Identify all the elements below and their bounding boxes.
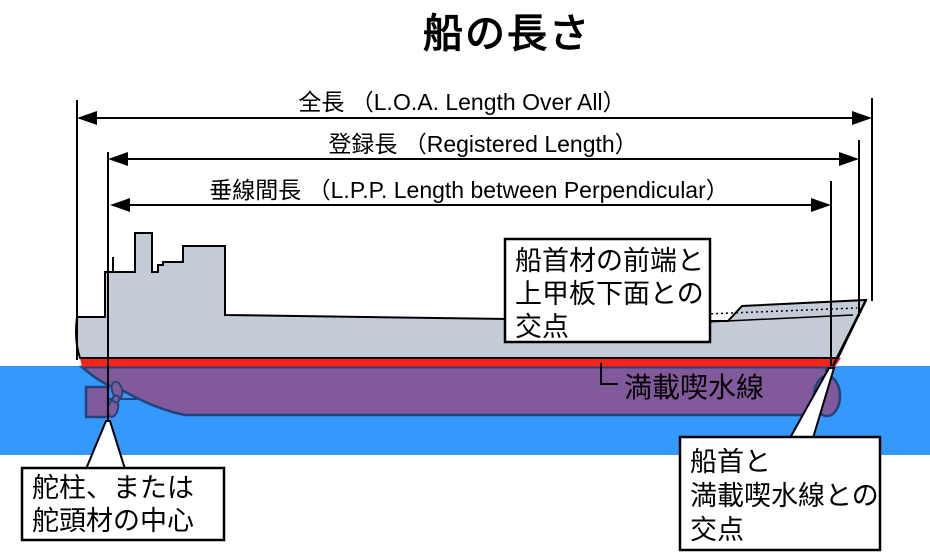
registered-arrow (108, 152, 859, 166)
load-line-stripe (80, 358, 841, 367)
lpp-label: 垂線間長 （L.P.P. Length between Perpendicula… (209, 177, 729, 203)
stem-deck-callout: 船首材の前端と 上甲板下面との 交点 (503, 237, 712, 344)
rudder-callout: 舵柱、または 舵頭材の中心 (20, 466, 226, 542)
rudder (84, 385, 110, 419)
upper-deck-line (705, 314, 854, 323)
stem-line (831, 299, 868, 367)
bow-wl-line2: 満載喫水線との (690, 481, 879, 511)
rudder-line2: 舵頭材の中心 (32, 506, 194, 536)
extension-lines (76, 98, 873, 421)
lpp-arrow (110, 198, 831, 212)
loa-label: 全長 （L.O.A. Length Over All） (298, 89, 625, 115)
bow-wl-line3: 交点 (690, 515, 744, 545)
rudder-line1: 舵柱、または (32, 473, 194, 503)
dimension-arrows (77, 111, 872, 212)
stem-deck-line2: 上甲板下面との (515, 279, 704, 309)
waterline-label: 満載喫水線 (624, 372, 764, 403)
waterline-connector (600, 363, 618, 385)
stem-deck-line3: 交点 (515, 312, 569, 342)
ship-hull-profile (75, 232, 868, 359)
bow-waterline-callout: 船首と 満載喫水線との 交点 (678, 435, 882, 552)
bow-wl-line1: 船首と (690, 447, 771, 477)
stem-deck-line1: 船首材の前端と (515, 246, 704, 276)
propeller (106, 380, 137, 418)
loa-arrow (77, 111, 872, 125)
registered-label: 登録長 （Registered Length） (328, 131, 637, 157)
diagram-title: 船の長さ (423, 12, 591, 56)
